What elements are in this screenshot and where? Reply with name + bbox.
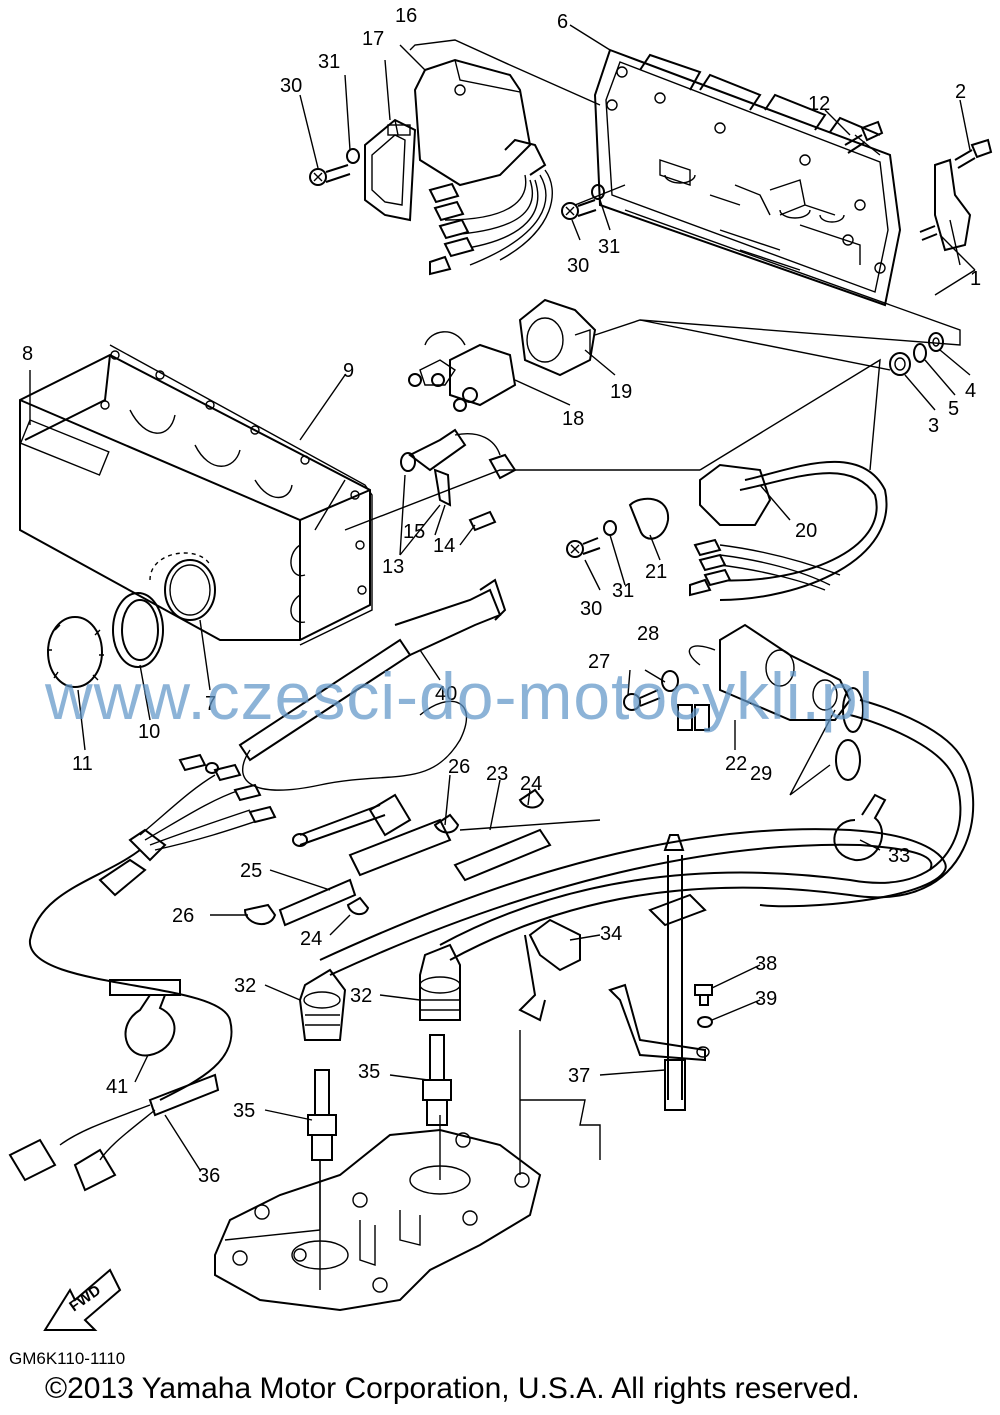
starter-relay-18	[408, 331, 517, 412]
callout-15: 15	[403, 521, 425, 543]
callout-18: 18	[562, 408, 584, 430]
callout-7: 7	[205, 693, 216, 715]
callout-11: 11	[72, 753, 93, 775]
callout-19: 19	[610, 381, 632, 403]
callout-30a: 30	[280, 75, 302, 97]
callout-14: 14	[433, 535, 455, 557]
callout-20: 20	[795, 520, 817, 542]
callout-29: 29	[750, 763, 772, 785]
callout-17: 17	[362, 28, 384, 50]
callout-35a: 35	[233, 1100, 255, 1122]
callout-40: 40	[435, 683, 457, 705]
callout-2: 2	[955, 81, 966, 103]
plug-cap-32-right	[419, 943, 461, 1021]
callout-32a: 32	[234, 975, 256, 997]
lead-assembly-40	[238, 578, 507, 791]
callout-12: 12	[808, 93, 830, 115]
callout-27: 27	[588, 651, 610, 673]
plug-cap-32-left	[298, 968, 347, 1041]
cylinder-head-outline	[214, 1128, 542, 1312]
callout-1: 1	[970, 268, 981, 290]
rectifier-regulator-20	[689, 460, 888, 601]
callout-33: 33	[888, 845, 910, 867]
callout-22: 22	[725, 753, 747, 775]
bolt-2	[954, 138, 993, 169]
callout-39: 39	[755, 988, 777, 1010]
callout-13: 13	[382, 556, 404, 578]
callout-35b: 35	[358, 1061, 380, 1083]
fwd-label: FWD	[66, 1282, 104, 1316]
cap-11	[47, 616, 104, 688]
clamp-21	[628, 497, 670, 540]
cdi-unit-16	[413, 58, 553, 276]
nut-washers-3-4-5	[889, 332, 944, 376]
electrical-box-9	[19, 344, 373, 646]
seal-10	[112, 592, 164, 668]
band-33	[833, 793, 887, 862]
wire-harness-36	[8, 849, 233, 1192]
callout-36: 36	[198, 1165, 220, 1187]
callout-28: 28	[637, 623, 659, 645]
callout-4: 4	[965, 380, 976, 402]
high-tension-leads-23	[319, 699, 975, 976]
callout-23: 23	[486, 763, 508, 785]
callout-30b: 30	[567, 255, 589, 277]
callout-37: 37	[568, 1065, 590, 1087]
callout-6: 6	[557, 11, 568, 33]
callout-30c: 30	[580, 598, 602, 620]
callout-16: 16	[395, 5, 417, 27]
spark-plug-35-right	[422, 1034, 452, 1126]
watermark-text: www.czesci-do-motocykli.pl	[45, 659, 875, 733]
harness-connectors	[128, 753, 277, 862]
cable-band-41	[124, 994, 176, 1057]
callout-5: 5	[948, 398, 959, 420]
fuse-holder-13-14-15	[400, 428, 517, 532]
callout-24a: 24	[520, 773, 542, 795]
cdi-bracket-17	[364, 118, 417, 222]
copyright-notice: ©2013 Yamaha Motor Corporation, U.S.A. A…	[45, 1372, 860, 1405]
callout-leaders	[29, 24, 971, 1171]
fwd-direction-arrow: FWD	[43, 1268, 122, 1331]
bolt-washer-38-39	[694, 984, 713, 1028]
ignition-coil-19	[518, 298, 597, 377]
coupler-lead-24-25-26	[243, 788, 545, 927]
spark-plug-35-left	[307, 1069, 337, 1161]
bolt-12	[844, 120, 884, 154]
callout-26b: 26	[172, 905, 194, 927]
callout-3: 3	[928, 415, 939, 437]
callout-41: 41	[106, 1076, 128, 1098]
callout-10: 10	[138, 721, 160, 743]
callout-25: 25	[240, 860, 262, 882]
electrical-box-cover-6	[593, 48, 902, 307]
ignition-coil-22	[677, 623, 852, 731]
screw-washer-set-30-31-mid	[566, 520, 617, 558]
callout-32b: 32	[350, 985, 372, 1007]
callout-31c: 31	[612, 580, 634, 602]
callout-24b: 24	[300, 928, 322, 950]
callout-numbers: 1 2 3 4 5 6 7 8 9 10 11 12 13 14 15 16 1…	[22, 5, 981, 1187]
leader-lines	[224, 39, 976, 1290]
screw-washer-set-30-31	[309, 148, 605, 220]
diagram-part-code: GM6K110-1110	[9, 1349, 126, 1368]
callout-9: 9	[343, 360, 354, 382]
grommets-29	[835, 687, 864, 781]
callout-38: 38	[755, 953, 777, 975]
sensor-37	[608, 834, 710, 1111]
callout-21: 21	[645, 561, 667, 583]
bracket-1	[919, 158, 972, 252]
callout-8: 8	[22, 343, 33, 365]
callout-31b: 31	[598, 236, 620, 258]
callout-26a: 26	[448, 756, 470, 778]
bracket-34	[518, 918, 581, 1022]
callout-34: 34	[600, 923, 622, 945]
callout-31a: 31	[318, 51, 340, 73]
